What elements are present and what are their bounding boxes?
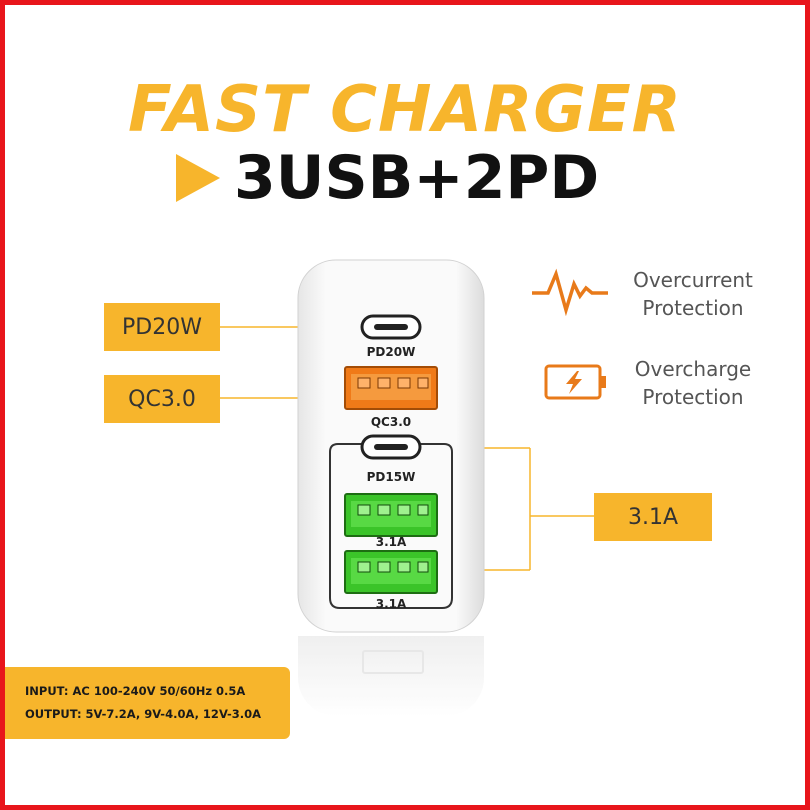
port-label-usb2: 3.1A — [375, 597, 407, 611]
subheadline-text: 3USB+2PD — [234, 143, 600, 213]
callout-amp-label: 3.1A — [627, 504, 679, 530]
battery-bolt-icon — [544, 364, 606, 400]
callout-qc30-label: QC3.0 — [128, 386, 196, 412]
feature-overcurrent: Overcurrent Protection — [620, 266, 766, 322]
overcharge-line1: Overcharge — [634, 357, 752, 381]
overcharge-line2: Protection — [642, 385, 744, 409]
feature-overcharge: Overcharge Protection — [620, 355, 766, 411]
port-label-usb1: 3.1A — [375, 535, 407, 549]
callout-pd20w-label: PD20W — [122, 314, 202, 340]
subheadline: 3USB+2PD — [176, 146, 599, 210]
overcurrent-line2: Protection — [642, 296, 744, 320]
overcurrent-line1: Overcurrent — [633, 268, 753, 292]
callout-amp: 3.1A — [594, 493, 712, 541]
headline: FAST CHARGER — [128, 73, 682, 147]
port-label-pd15w: PD15W — [366, 470, 416, 484]
port-label-qc30: QC3.0 — [370, 415, 412, 429]
charger-image — [297, 259, 485, 633]
callout-qc30: QC3.0 — [104, 375, 220, 423]
play-arrow-icon — [176, 154, 220, 202]
charger-reflection — [298, 636, 484, 716]
spec-box: INPUT: AC 100-240V 50/60Hz 0.5A OUTPUT: … — [5, 667, 290, 739]
port-label-pd20w: PD20W — [366, 345, 416, 359]
spec-input: INPUT: AC 100-240V 50/60Hz 0.5A — [25, 684, 246, 698]
spec-output: OUTPUT: 5V-7.2A, 9V-4.0A, 12V-3.0A — [25, 707, 262, 721]
callout-pd20w: PD20W — [104, 303, 220, 351]
pulse-icon — [532, 268, 608, 316]
